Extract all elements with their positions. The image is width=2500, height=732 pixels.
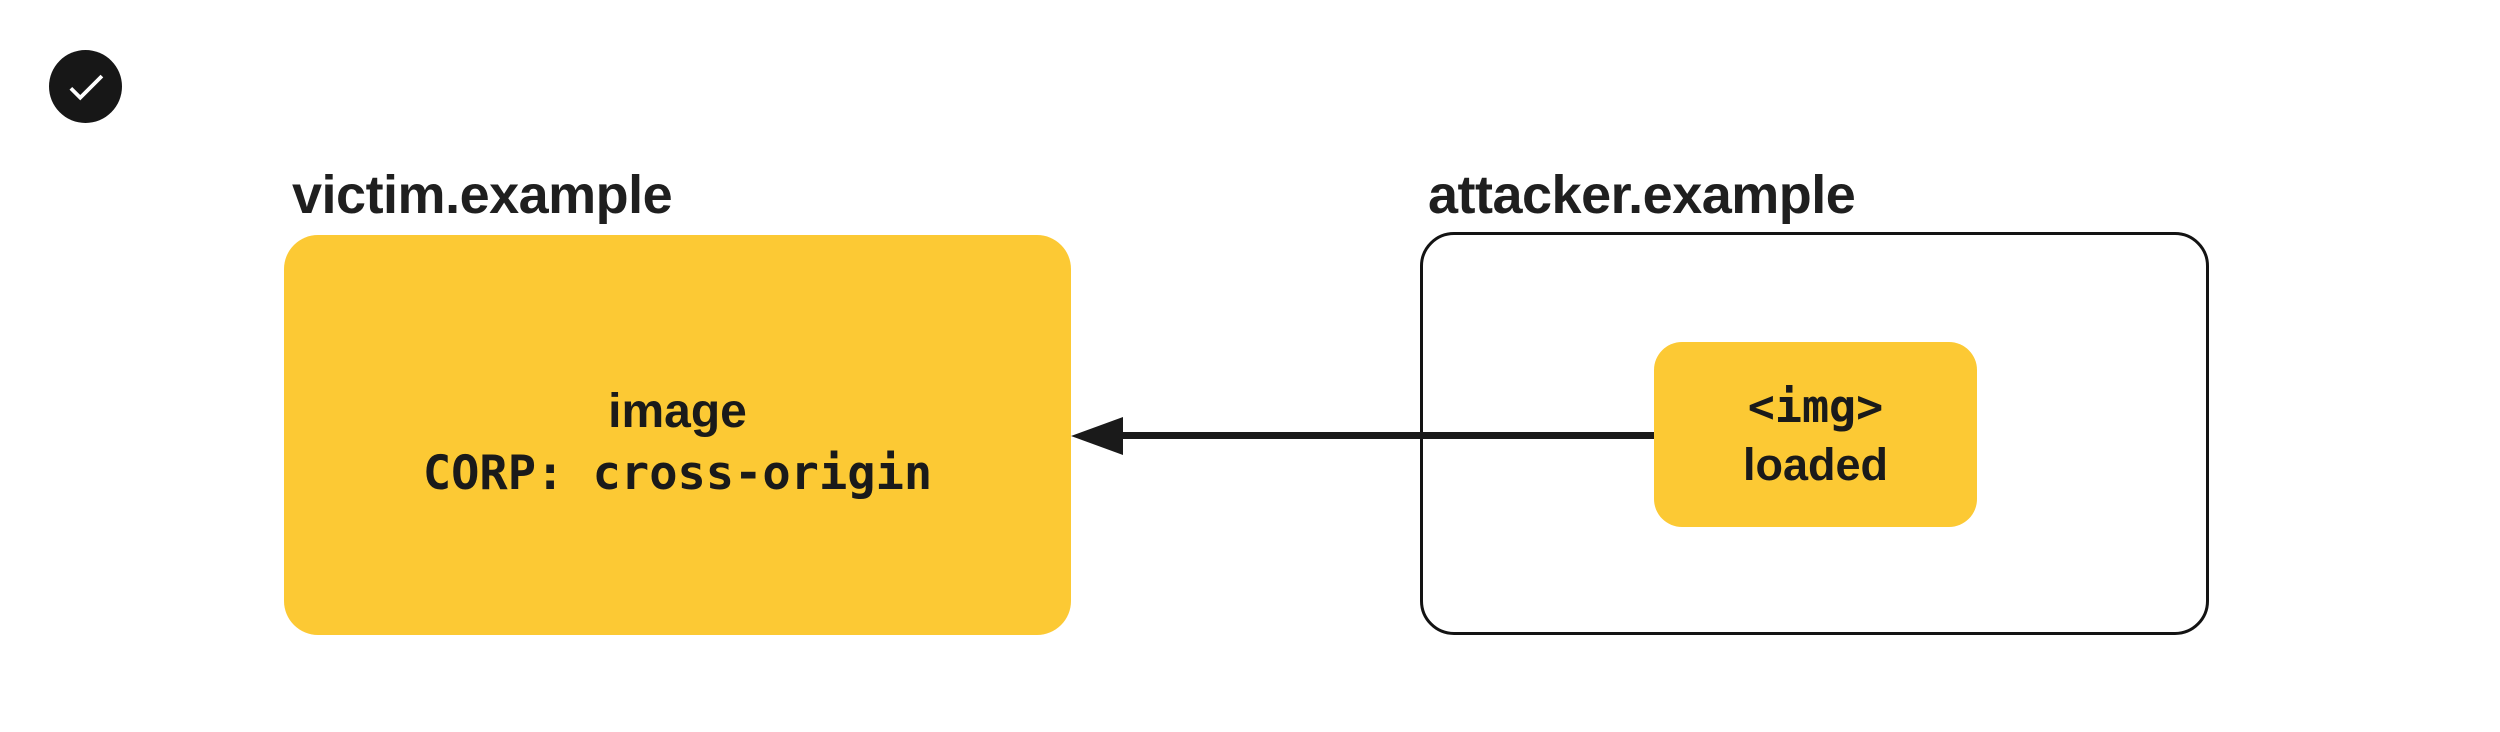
check-icon [49,50,122,123]
victim-resource-card: image CORP: cross-origin [284,235,1071,635]
victim-domain-label: victim.example [292,165,673,225]
img-card-text: <img> loaded [1743,376,1888,494]
img-loaded-card: <img> loaded [1654,342,1977,527]
img-tag-label: <img> [1747,379,1884,433]
request-arrow-line [1118,432,1654,439]
corp-header-label: CORP: cross-origin [422,446,933,501]
resource-type-label: image [608,385,747,438]
attacker-domain-label: attacker.example [1428,165,1856,225]
victim-card-text: image CORP: cross-origin [423,365,932,505]
arrow-left-icon [1071,417,1123,455]
loaded-status-label: loaded [1742,438,1889,490]
